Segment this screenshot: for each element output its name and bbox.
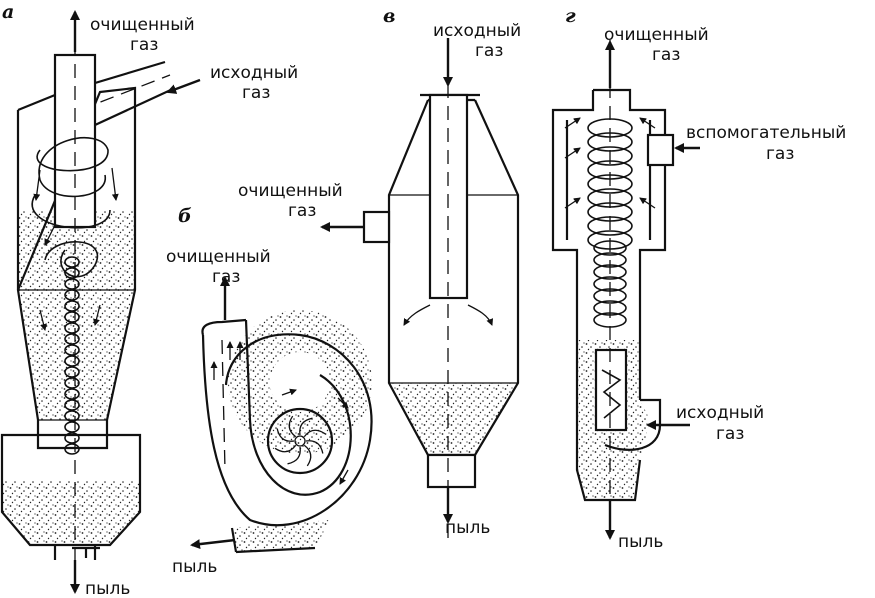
label-g: г bbox=[565, 5, 576, 27]
vortex-coil-loop bbox=[587, 146, 633, 166]
vortex-coil-loop bbox=[64, 421, 80, 433]
label-b: б bbox=[178, 205, 192, 227]
a-input-label: исходный bbox=[210, 63, 298, 83]
b-output-label-2: газ bbox=[212, 267, 240, 287]
vortex-coil-loop bbox=[64, 355, 80, 367]
vortex-coil-loop bbox=[64, 322, 80, 334]
impeller-blade bbox=[288, 415, 297, 438]
a-input-label-2: газ bbox=[242, 83, 270, 103]
label-v: в bbox=[383, 5, 395, 27]
vortex-coil-loop bbox=[64, 399, 80, 411]
impeller-blade bbox=[299, 417, 313, 436]
b-dust-label: пыль bbox=[172, 557, 217, 577]
vortex-coil-loop bbox=[64, 443, 80, 455]
cyclone-v: в исходный газ очищенный газ пыль bbox=[238, 5, 521, 540]
vortex-coil-loop bbox=[64, 377, 80, 389]
v-dust-label: пыль bbox=[445, 518, 490, 538]
impeller-blade bbox=[287, 446, 301, 465]
impeller-blade bbox=[303, 444, 312, 467]
a-top-output-label: очищенный bbox=[90, 15, 195, 35]
vortex-coil-loop bbox=[64, 432, 80, 444]
vortex-coil-loop bbox=[64, 256, 80, 268]
g-input-label-2: газ bbox=[716, 424, 744, 444]
vortex-coil-loop bbox=[64, 278, 80, 290]
vortex-coil-loop bbox=[64, 300, 80, 312]
v-side-output-label: очищенный bbox=[238, 181, 343, 201]
g-aux-input-label-2: газ bbox=[766, 144, 794, 164]
v-input-label: исходный bbox=[433, 21, 521, 41]
impeller-blade bbox=[303, 429, 326, 438]
a-dust-label: пыль bbox=[85, 579, 130, 598]
vortex-coil-loop bbox=[64, 333, 80, 345]
vortex-coil-loop bbox=[64, 289, 80, 301]
vortex-coil-loop bbox=[64, 388, 80, 400]
v-side-output-label-2: газ bbox=[288, 201, 316, 221]
vortex-coil-loop bbox=[64, 410, 80, 422]
label-a: а bbox=[2, 1, 14, 23]
vortex-coil-loop bbox=[64, 267, 80, 279]
impeller-blade bbox=[276, 428, 295, 442]
vortex-b: б очищенный газ пыль bbox=[166, 205, 373, 577]
vortex-coil-loop bbox=[64, 366, 80, 378]
g-top-output-label: очищенный bbox=[604, 25, 709, 45]
impeller-blade bbox=[305, 440, 324, 454]
v-input-label-2: газ bbox=[475, 41, 503, 61]
vortex-coil-loop bbox=[64, 344, 80, 356]
a-top-output-label-2: газ bbox=[130, 35, 158, 55]
cyclone-g: г очищенный газ вспомогательный газ исхо… bbox=[551, 5, 846, 552]
impeller-blade bbox=[274, 444, 297, 453]
impeller-hub bbox=[294, 435, 306, 447]
g-input-label: исходный bbox=[676, 403, 764, 423]
cyclone-a: а очищенный газ исходный газ пыль bbox=[0, 1, 298, 598]
b-output-label: очищенный bbox=[166, 247, 271, 267]
g-aux-input-label: вспомогательный bbox=[686, 123, 846, 143]
g-dust-label: пыль bbox=[618, 532, 663, 552]
vortex-coil-loop bbox=[64, 311, 80, 323]
g-top-output-label-2: газ bbox=[652, 45, 680, 65]
